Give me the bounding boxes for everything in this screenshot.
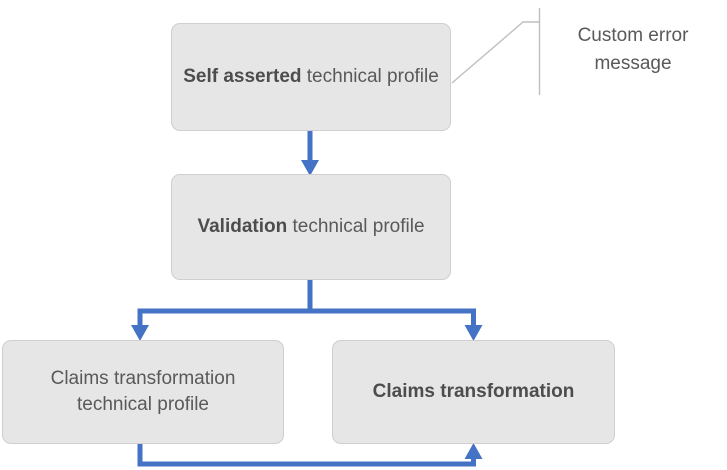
node-claims-transformation-technical-profile[interactable]: Claims transformation technical profile: [2, 340, 284, 444]
edge-self-asserted-to-validation: [301, 131, 319, 176]
node-label-rest: technical profile: [287, 215, 425, 237]
edge-claims-tp-to-claims-transformation: [137, 443, 483, 467]
node-label: Self asserted technical profile: [182, 64, 440, 90]
node-label-rest: Claims transformation technical profile: [50, 367, 236, 415]
custom-error-message-leader-line: [451, 8, 541, 95]
node-label: Validation technical profile: [182, 214, 440, 240]
node-claims-transformation[interactable]: Claims transformation: [332, 340, 615, 444]
node-label-rest: technical profile: [301, 65, 439, 87]
node-label-bold: Claims transformation: [372, 380, 575, 402]
node-self-asserted-technical-profile[interactable]: Self asserted technical profile: [171, 23, 451, 131]
node-label: Claims transformation technical profile: [13, 366, 273, 418]
node-label: Claims transformation: [343, 379, 604, 405]
node-label-bold: Validation: [197, 215, 288, 237]
node-label-bold: Self asserted: [183, 65, 302, 87]
edge-validation-to-claims-nodes: [131, 280, 483, 341]
node-validation-technical-profile[interactable]: Validation technical profile: [171, 174, 451, 280]
annotation-custom-error-message: Custom error message: [577, 25, 689, 74]
